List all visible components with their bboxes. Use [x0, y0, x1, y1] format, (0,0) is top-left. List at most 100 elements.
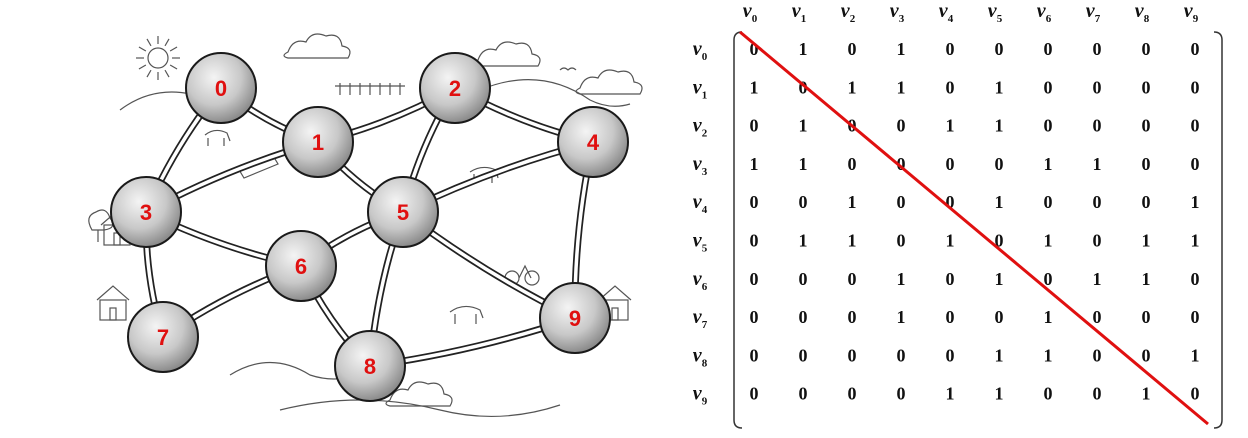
vertex-index: 4: [948, 13, 954, 25]
col-header-v4: v4: [939, 0, 954, 25]
cell-7-4: 0: [946, 307, 955, 327]
cell-1-0: 1: [750, 77, 759, 97]
cell-9-1: 0: [799, 384, 808, 404]
cell-0-0: 0: [750, 39, 759, 59]
vertex-symbol: v: [1184, 0, 1194, 22]
vertex-symbol: v: [693, 191, 703, 213]
vertex-index: 0: [752, 13, 758, 25]
cell-7-0: 0: [750, 307, 759, 327]
cell-9-6: 0: [1044, 384, 1053, 404]
cloud-icon: [283, 33, 351, 59]
node-2-circle: [419, 52, 491, 124]
col-header-v0: v0: [743, 0, 758, 25]
cell-7-8: 0: [1142, 307, 1151, 327]
cell-1-8: 0: [1142, 77, 1151, 97]
hill-icon: [279, 399, 561, 418]
cell-8-8: 0: [1142, 345, 1151, 365]
cell-2-7: 0: [1093, 116, 1102, 136]
cell-4-2: 1: [848, 192, 857, 212]
cell-5-5: 0: [995, 231, 1004, 251]
cell-8-5: 1: [995, 345, 1004, 365]
col-header-v8: v8: [1135, 0, 1150, 25]
vertex-symbol: v: [693, 153, 703, 175]
cell-8-1: 0: [799, 345, 808, 365]
cell-7-1: 0: [799, 307, 808, 327]
cell-9-8: 1: [1142, 384, 1151, 404]
row-header-v1: v1: [693, 76, 707, 101]
left-bracket: [733, 31, 743, 429]
vertex-index: 3: [899, 13, 905, 25]
vertex-symbol: v: [693, 268, 703, 290]
cell-1-1: 0: [799, 77, 808, 97]
animal-icon: [449, 305, 484, 324]
vertex-symbol: v: [988, 0, 998, 22]
vertex-index: 9: [1193, 13, 1199, 25]
row-header-v2: v2: [693, 115, 708, 140]
node-5-circle: [367, 176, 439, 248]
node-3-circle: [110, 176, 182, 248]
cell-9-9: 0: [1191, 384, 1200, 404]
vertex-symbol: v: [693, 383, 703, 405]
cell-7-3: 1: [897, 307, 906, 327]
node-5: 5: [367, 176, 439, 248]
cell-3-5: 0: [995, 154, 1004, 174]
vertex-index: 5: [702, 243, 708, 255]
cell-0-8: 0: [1142, 39, 1151, 59]
cell-5-9: 1: [1191, 231, 1200, 251]
cell-0-6: 0: [1044, 39, 1053, 59]
cell-8-6: 1: [1044, 345, 1053, 365]
cell-3-6: 1: [1044, 154, 1053, 174]
cell-9-4: 1: [946, 384, 955, 404]
cell-7-2: 0: [848, 307, 857, 327]
cell-8-3: 0: [897, 345, 906, 365]
row-header-v0: v0: [693, 38, 708, 63]
cell-1-7: 0: [1093, 77, 1102, 97]
node-9-circle: [539, 282, 611, 354]
cell-0-9: 0: [1191, 39, 1200, 59]
cell-9-2: 0: [848, 384, 857, 404]
node-9: 9: [539, 282, 611, 354]
vertex-symbol: v: [841, 0, 851, 22]
vertex-symbol: v: [743, 0, 753, 22]
cell-2-3: 0: [897, 116, 906, 136]
node-7-circle: [127, 301, 199, 373]
node-3: 3: [110, 176, 182, 248]
cell-5-0: 0: [750, 231, 759, 251]
vertex-symbol: v: [1086, 0, 1096, 22]
cell-9-0: 0: [750, 384, 759, 404]
cell-3-9: 0: [1191, 154, 1200, 174]
row-header-v5: v5: [693, 230, 708, 255]
node-0-circle: [185, 52, 257, 124]
vertex-symbol: v: [693, 76, 703, 98]
bird-icon: [559, 67, 577, 71]
node-6-circle: [265, 230, 337, 302]
cell-5-3: 0: [897, 231, 906, 251]
diagonal-line: [739, 30, 1209, 426]
cell-6-4: 0: [946, 269, 955, 289]
fence-icon: [335, 83, 405, 95]
row-header-v8: v8: [693, 344, 708, 369]
animal-icon: [204, 129, 231, 146]
cell-0-1: 1: [799, 39, 808, 59]
vertex-index: 8: [702, 357, 708, 369]
cell-3-7: 1: [1093, 154, 1102, 174]
cell-7-7: 0: [1093, 307, 1102, 327]
cell-4-0: 0: [750, 192, 759, 212]
vertex-symbol: v: [890, 0, 900, 22]
cell-2-9: 0: [1191, 116, 1200, 136]
node-2: 2: [419, 52, 491, 124]
cell-5-1: 1: [799, 231, 808, 251]
cell-2-8: 0: [1142, 116, 1151, 136]
node-8: 8: [334, 330, 406, 402]
cell-6-5: 1: [995, 269, 1004, 289]
vertex-index: 1: [801, 13, 807, 25]
cell-0-2: 0: [848, 39, 857, 59]
matrix-brackets: [733, 31, 1223, 429]
cell-6-3: 1: [897, 269, 906, 289]
cell-4-1: 0: [799, 192, 808, 212]
col-header-v7: v7: [1086, 0, 1101, 25]
vertex-index: 2: [702, 128, 708, 140]
